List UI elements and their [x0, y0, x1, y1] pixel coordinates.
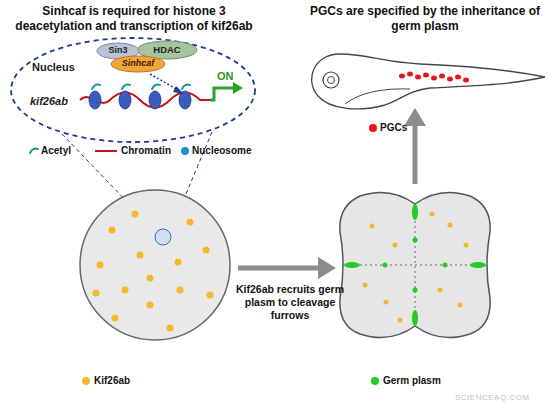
germ-plasm [412, 310, 418, 326]
legend-swatch [371, 377, 379, 385]
pgc-dot [447, 77, 453, 82]
acetyl-mark [152, 85, 160, 90]
arrow-head [318, 257, 336, 279]
germ-plasm [344, 262, 360, 268]
process-arrow [238, 266, 320, 271]
panel-heading: PGCs are specified by the inheritance of… [305, 4, 545, 34]
germ-plasm [413, 288, 418, 293]
process-arrow [413, 124, 418, 184]
kif26ab-dot [109, 227, 116, 234]
legend-text: PGCs [380, 122, 407, 135]
germ-plasm [412, 204, 418, 220]
acetyl-mark [182, 85, 190, 90]
watermark: SCIENCEAQ.COM [455, 393, 550, 403]
acetyl-mark [122, 85, 130, 90]
kif26ab-dot [363, 283, 368, 288]
legend-text: Germ plasm [383, 375, 441, 388]
legend-text: Acetyl [41, 145, 71, 158]
step-caption: Kif26ab recruits germ plasm to cleavage … [228, 283, 352, 322]
kif26ab-dot [464, 243, 469, 248]
yolk-outline [345, 89, 410, 104]
pgc-dot [463, 78, 469, 83]
legend-text: Kif26ab [94, 375, 130, 388]
cell-nucleus [155, 229, 171, 245]
kif26ab-dot [177, 287, 184, 294]
pgc-dot [407, 72, 413, 77]
nucleosome [179, 91, 191, 109]
nucleosome [89, 91, 101, 109]
kif26ab-dot [203, 247, 210, 254]
transcription-arrow [210, 88, 234, 100]
arrow-head [404, 108, 426, 126]
nucleosome [149, 91, 161, 109]
legend-text: Nucleosome [192, 145, 251, 158]
acetyl-icon [30, 149, 38, 154]
panel-heading: Sinhcaf is required for histone 3 deacet… [6, 4, 262, 34]
pgc-dot [399, 72, 469, 83]
pgc-dot [415, 75, 421, 80]
acetyl-mark [92, 85, 100, 90]
germ-plasm [443, 263, 448, 268]
zygote-cell [80, 190, 230, 340]
kif26ab-dot [147, 275, 154, 282]
kif26ab-dot [363, 212, 469, 323]
node-text: Nucleus [32, 61, 102, 75]
nucleus-ellipse: Nucleuskif26abSin3HDACSinhcaf [10, 37, 256, 143]
germ-plasm [470, 262, 486, 268]
germ-plasm [383, 263, 388, 268]
pgc-dot [399, 74, 405, 79]
protein-ellipse: Sinhcaf [110, 55, 166, 73]
state-label: ON [217, 70, 247, 84]
arrow-head [233, 82, 243, 94]
zebrafish-embryo [312, 54, 545, 109]
arrow-head [173, 86, 184, 94]
kif26ab-dot [370, 224, 375, 229]
fish-eye [323, 72, 339, 88]
kif26ab-dot [167, 325, 174, 332]
legend-swatch [181, 147, 189, 155]
kif26ab-dot [132, 211, 139, 218]
cleavage-furrow [345, 265, 485, 266]
kif26ab-dot [122, 287, 129, 294]
kif26ab-dot [458, 303, 463, 308]
nucleosome [119, 91, 131, 109]
kif26ab-dot [147, 302, 154, 309]
pgc-dot [431, 76, 437, 81]
node-outline [11, 38, 255, 142]
four-cell-embryo [340, 192, 490, 337]
kif26ab-dot [398, 318, 403, 323]
nucleosome [89, 91, 191, 109]
kif26ab-dot [137, 252, 144, 259]
chromatin-icon [95, 150, 117, 152]
kif26ab-dot [430, 212, 435, 217]
kif26ab-dot [93, 290, 100, 297]
dotted-arrow [150, 74, 178, 90]
node-outline [111, 56, 165, 72]
germ-plasm [344, 204, 486, 326]
pgc-dot [455, 75, 461, 80]
pgc-dot [423, 73, 429, 78]
germ-plasm [413, 238, 418, 243]
kif26ab-dot [97, 262, 104, 269]
legend-swatch [369, 124, 377, 132]
cleavage-furrow [345, 206, 485, 324]
node-text: Sinhcaf [110, 55, 166, 73]
kif26ab-dot [438, 288, 443, 293]
legend-text: Chromatin [121, 145, 171, 158]
node-text: kif26ab [30, 95, 90, 109]
fish-lens [328, 77, 335, 84]
kif26ab-dot [393, 243, 398, 248]
kif26ab-dot [112, 315, 119, 322]
kif26ab-dot [187, 219, 194, 226]
kif26ab-dot [207, 292, 214, 299]
kif26ab-dot [448, 223, 453, 228]
kif26ab-dot [175, 259, 182, 266]
kif26ab-dot [93, 211, 214, 332]
pgc-dot [439, 74, 445, 79]
legend-swatch [82, 377, 90, 385]
kif26ab-dot [384, 300, 389, 305]
